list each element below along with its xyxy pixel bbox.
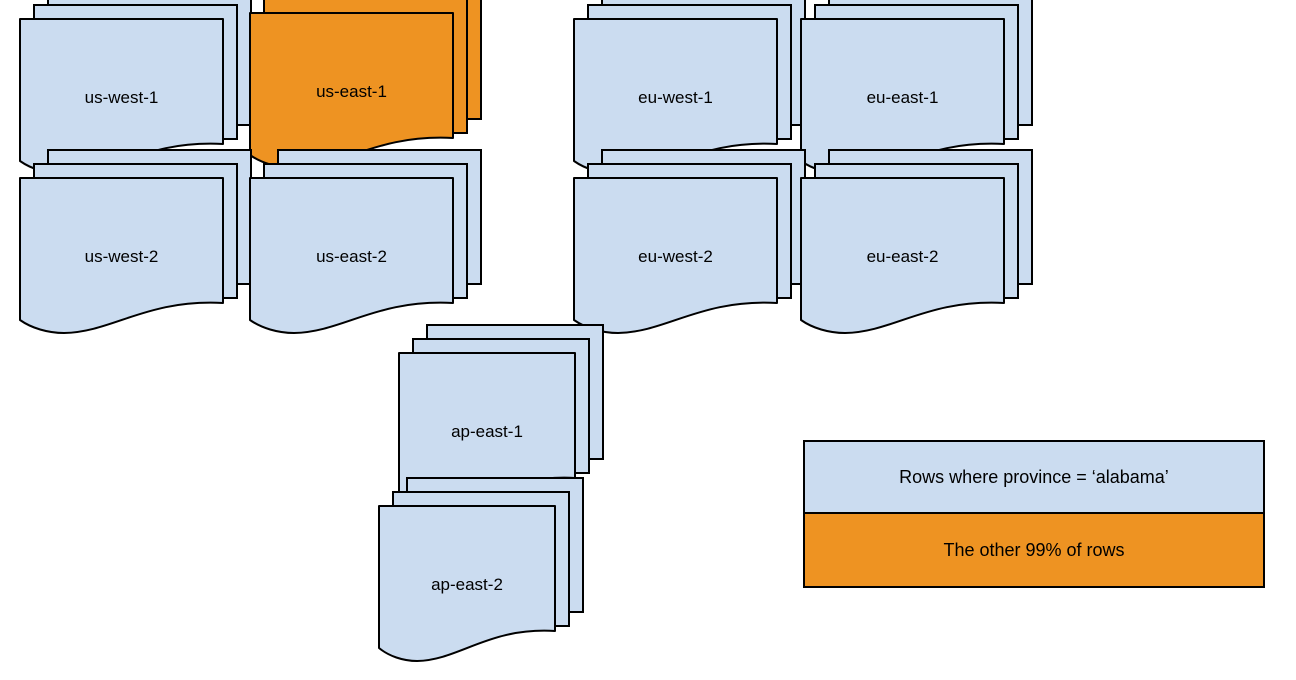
doc-stack-us-east-2[interactable]: us-east-2: [249, 149, 486, 339]
doc-stack-shape-eu-east-2: [800, 149, 1033, 334]
doc-stack-us-east-1[interactable]: us-east-1: [249, 0, 486, 174]
doc-stack-eu-west-1[interactable]: eu-west-1: [573, 0, 810, 180]
legend-row-legend-orange: The other 99% of rows: [805, 514, 1263, 586]
legend-row-legend-blue: Rows where province = ‘alabama’: [805, 442, 1263, 514]
doc-layer-front: [378, 505, 556, 662]
doc-stack-eu-east-1[interactable]: eu-east-1: [800, 0, 1037, 180]
doc-stack-ap-east-2[interactable]: ap-east-2: [378, 477, 588, 667]
doc-stack-shape-us-west-2: [19, 149, 252, 334]
doc-stack-shape-ap-east-1: [398, 324, 604, 509]
legend-label-legend-orange: The other 99% of rows: [943, 539, 1125, 560]
doc-stack-eu-east-2[interactable]: eu-east-2: [800, 149, 1037, 339]
doc-stack-eu-west-2[interactable]: eu-west-2: [573, 149, 810, 339]
doc-stack-shape-eu-east-1: [800, 0, 1033, 175]
doc-layer-front: [249, 12, 454, 169]
doc-stack-shape-us-west-1: [19, 0, 252, 175]
doc-layer-front: [573, 177, 778, 334]
doc-stack-ap-east-1[interactable]: ap-east-1: [398, 324, 608, 514]
doc-stack-us-west-2[interactable]: us-west-2: [19, 149, 256, 339]
legend-label-legend-blue: Rows where province = ‘alabama’: [899, 466, 1169, 487]
doc-layer-front: [19, 177, 224, 334]
doc-stack-shape-us-east-2: [249, 149, 482, 334]
doc-layer-front: [249, 177, 454, 334]
doc-stack-shape-ap-east-2: [378, 477, 584, 662]
doc-layer-front: [800, 177, 1005, 334]
doc-stack-shape-eu-west-2: [573, 149, 806, 334]
legend: Rows where province = ‘alabama’ The other…: [803, 440, 1265, 588]
doc-stack-shape-eu-west-1: [573, 0, 806, 175]
doc-stack-shape-us-east-1: [249, 0, 482, 169]
